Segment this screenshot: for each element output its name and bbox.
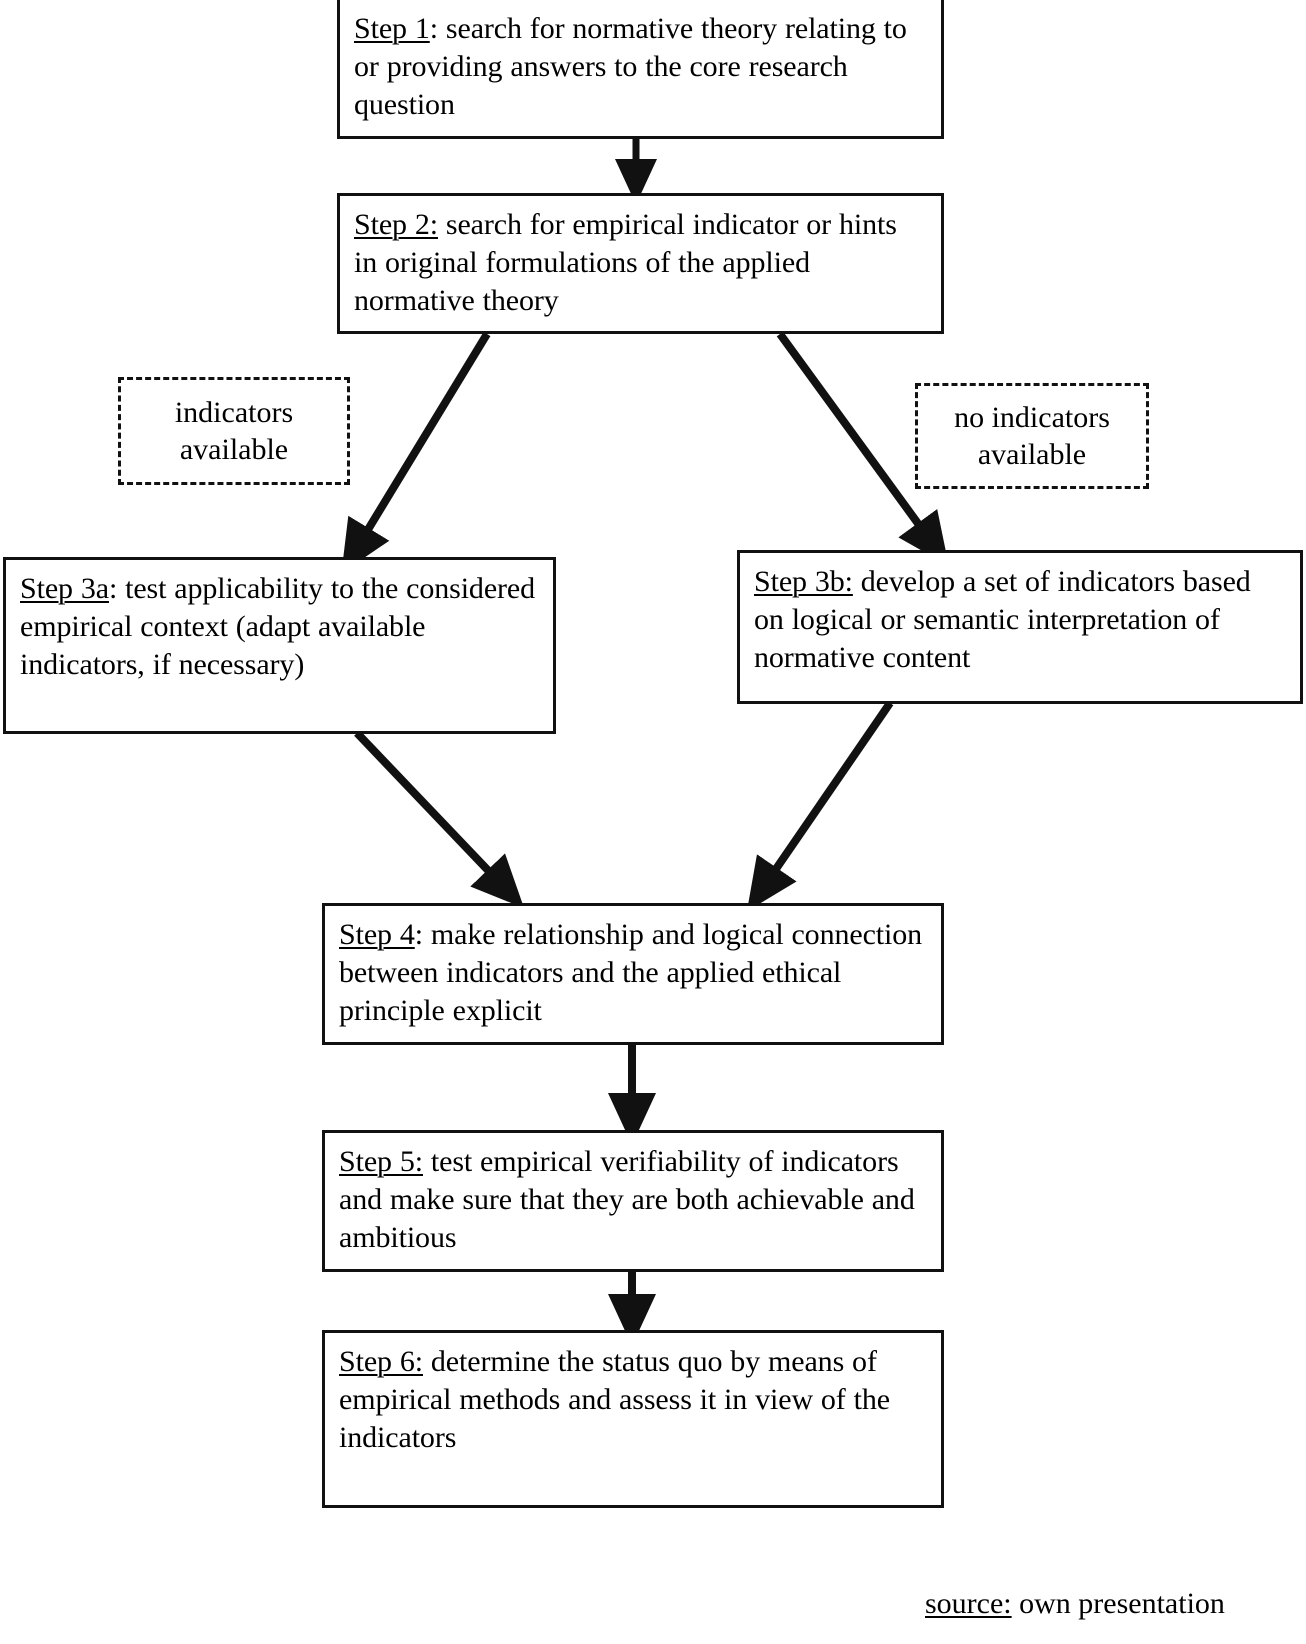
node-step6-body: determine the status quo by means of emp… <box>339 1345 890 1455</box>
node-step3a-colon: : <box>108 572 118 605</box>
node-step4-text: Step 4: make relationship and logical co… <box>325 906 941 1038</box>
node-step1-text: Step 1: search for normative theory rela… <box>340 0 941 132</box>
condition-left-text: indicators available <box>175 394 293 469</box>
node-step1-lead: Step 1 <box>354 12 430 45</box>
condition-left-line2: available <box>179 433 289 466</box>
condition-right-line1: no indicators <box>954 400 1110 434</box>
node-step3b-lead: Step 3b: <box>754 565 853 598</box>
node-step6-text: Step 6: determine the status quo by mean… <box>325 1333 941 1465</box>
node-step3b[interactable]: Step 3b: develop a set of indicators bas… <box>737 550 1303 704</box>
node-step1[interactable]: Step 1: search for normative theory rela… <box>337 0 944 139</box>
node-step3a-body: test applicability to the considered emp… <box>20 572 536 682</box>
condition-indicators-available[interactable]: indicators available <box>118 377 350 485</box>
source-value: own presentation <box>1011 1587 1225 1620</box>
source-caption: source: own presentation <box>925 1587 1225 1621</box>
node-step2[interactable]: Step 2: search for empirical indicator o… <box>337 193 944 334</box>
node-step4-colon: : <box>414 918 423 951</box>
source-label: source: <box>925 1587 1012 1620</box>
node-step5-lead: Step 5: <box>339 1145 423 1178</box>
condition-no-indicators-available[interactable]: no indicators available <box>915 383 1149 489</box>
condition-left-line1: indicators <box>174 395 294 429</box>
edge-step2-step3a <box>341 331 491 574</box>
edge-step2-step3b <box>776 331 949 566</box>
node-step5[interactable]: Step 5: test empirical verifiability of … <box>322 1130 944 1272</box>
edge-step3a-step4 <box>354 730 525 909</box>
node-step4-body: make relationship and logical connection… <box>339 918 923 1028</box>
node-step2-lead: Step 2: <box>354 208 438 241</box>
node-step5-body: test empirical verifiability of indicato… <box>339 1145 915 1255</box>
edge-step3b-step4 <box>746 700 894 912</box>
node-step3a[interactable]: Step 3a: test applicability to the consi… <box>3 557 556 734</box>
condition-right-text: no indicators available <box>954 399 1110 474</box>
condition-right-line2: available <box>977 438 1087 471</box>
node-step3a-text: Step 3a: test applicability to the consi… <box>6 560 553 692</box>
node-step6[interactable]: Step 6: determine the status quo by mean… <box>322 1330 944 1508</box>
node-step3a-lead: Step 3a <box>20 572 109 605</box>
node-step4[interactable]: Step 4: make relationship and logical co… <box>322 903 944 1045</box>
node-step2-text: Step 2: search for empirical indicator o… <box>340 196 941 328</box>
node-step5-text: Step 5: test empirical verifiability of … <box>325 1133 941 1265</box>
node-step1-body: search for normative theory relating to … <box>354 12 907 122</box>
node-step4-lead: Step 4 <box>339 918 415 951</box>
node-step1-colon: : <box>429 12 438 45</box>
node-step2-body: search for empirical indicator or hints … <box>354 208 897 318</box>
node-step6-lead: Step 6: <box>339 1345 423 1378</box>
node-step3b-text: Step 3b: develop a set of indicators bas… <box>740 553 1300 685</box>
node-step3b-body: develop a set of indicators based on log… <box>754 565 1251 675</box>
